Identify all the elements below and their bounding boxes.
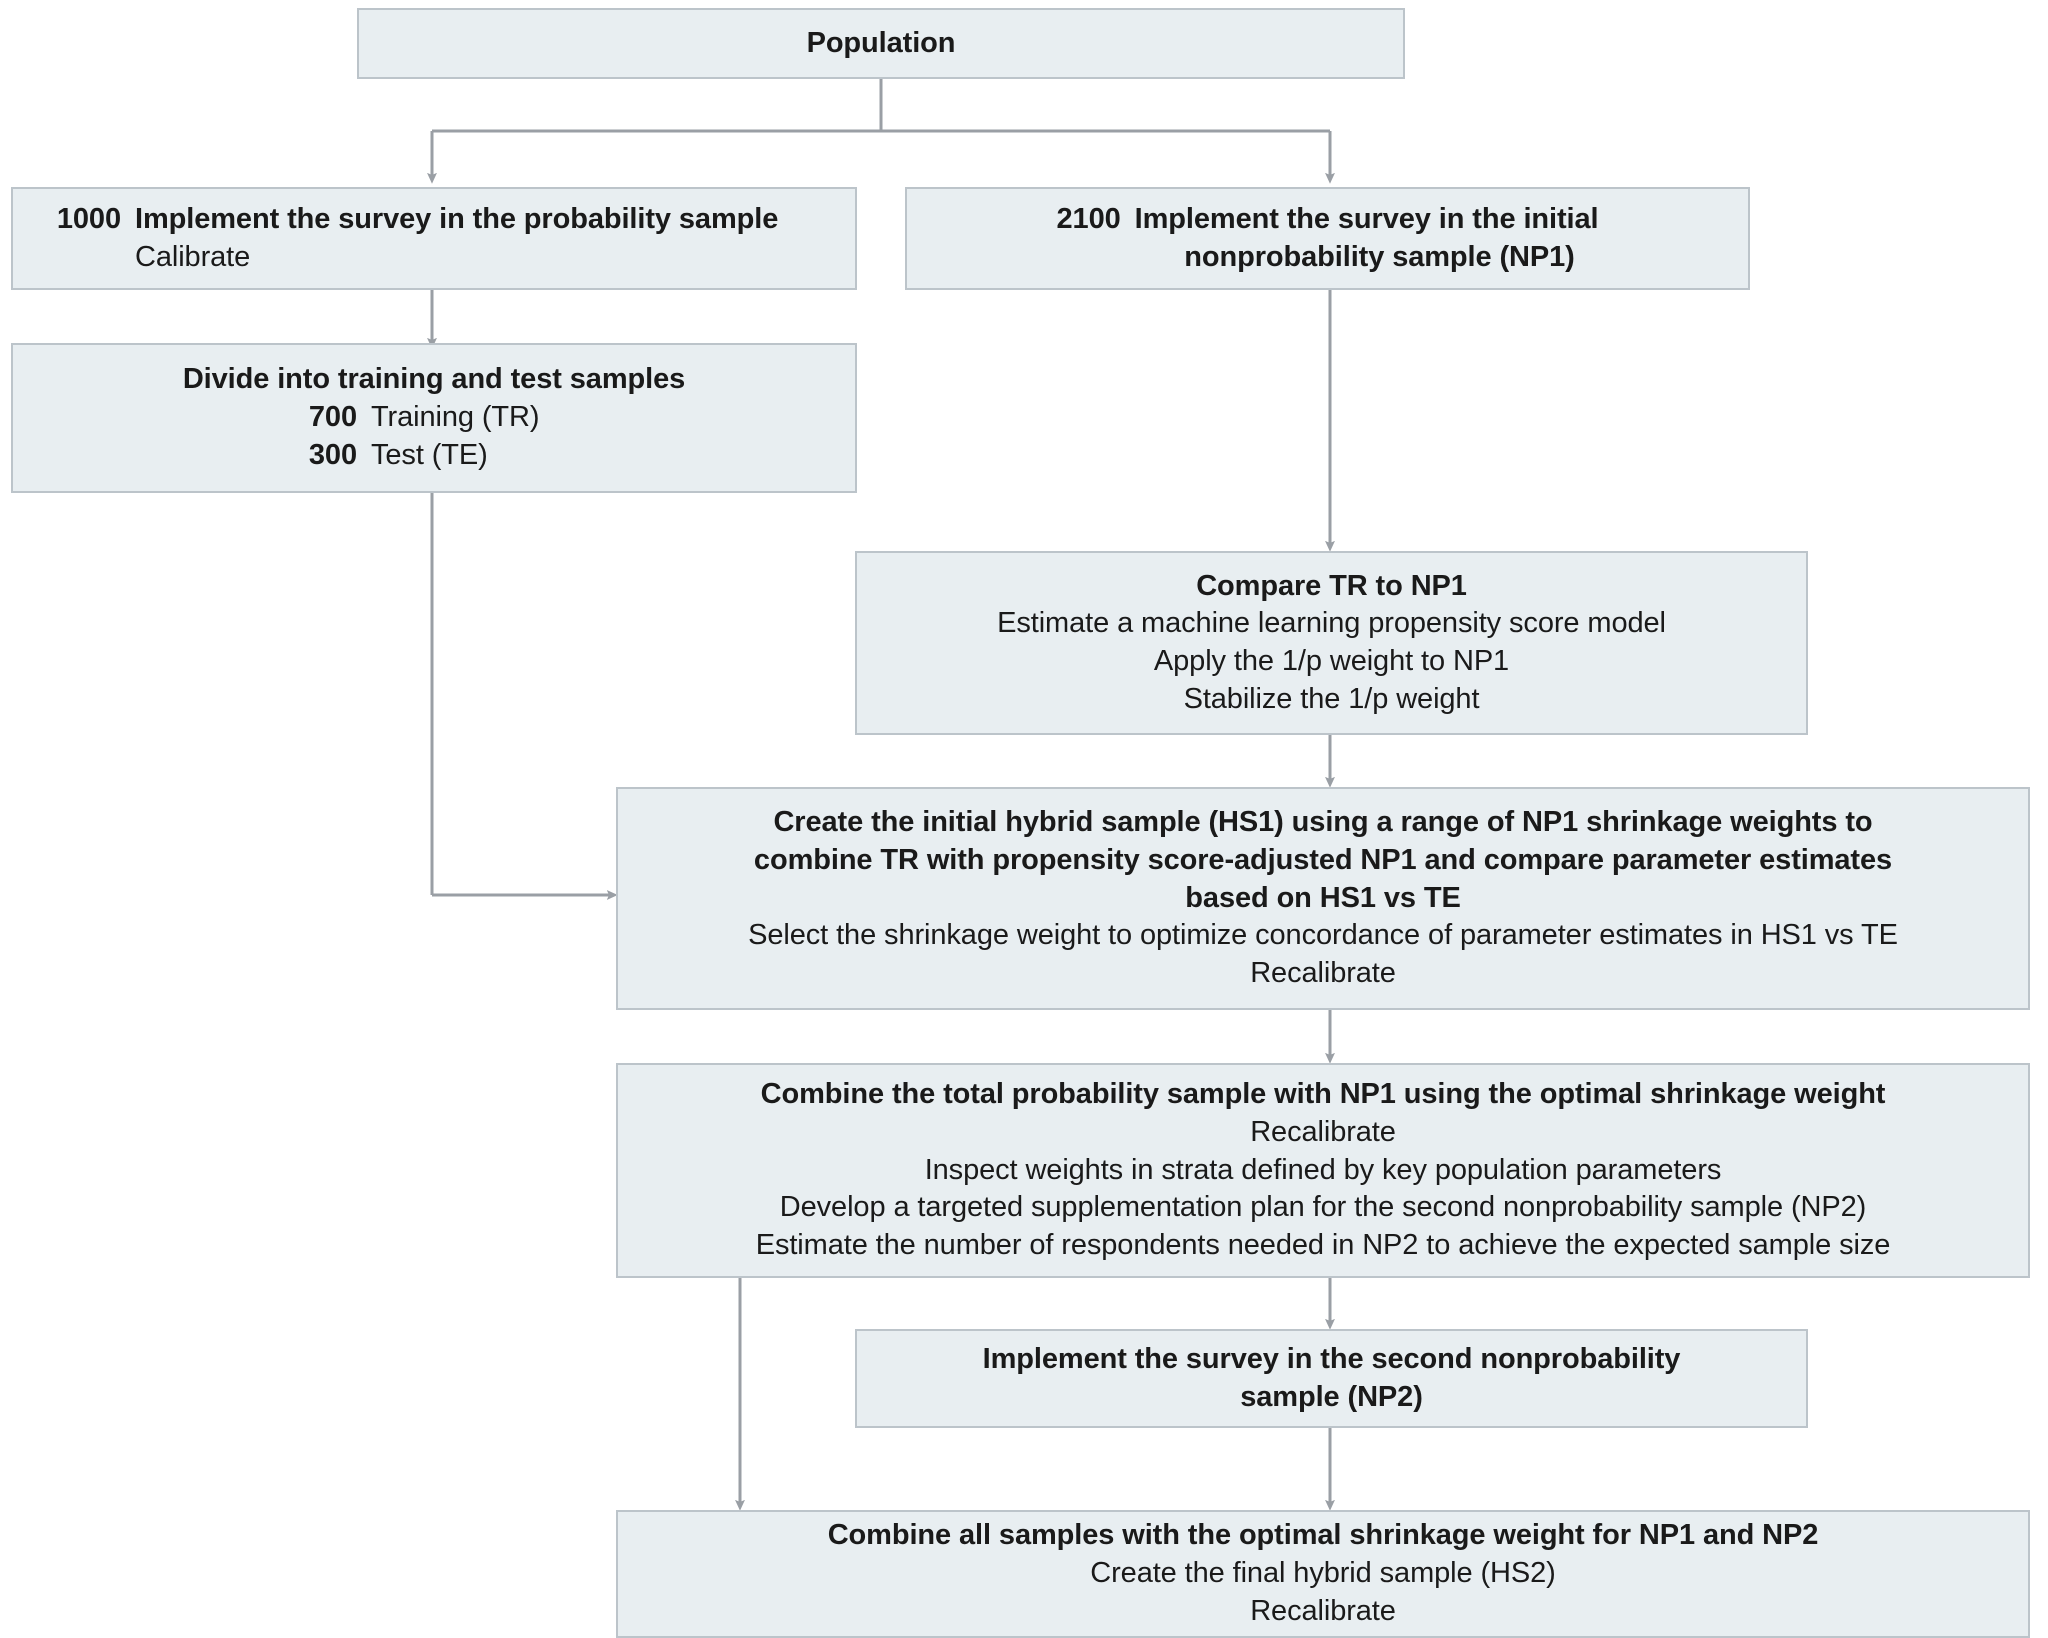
node-final-hs2[interactable]: Combine all samples with the optimal shr…: [616, 1510, 2030, 1638]
hs1-sub-2: Recalibrate: [1250, 957, 1396, 990]
hs1-heading-line-2: combine TR with propensity score-adjuste…: [753, 843, 1893, 876]
divide-training-count: 700: [308, 401, 357, 434]
compare-sub-1: Estimate a machine learning propensity s…: [997, 607, 1666, 640]
hs1-sub-1: Select the shrinkage weight to optimize …: [748, 919, 1898, 952]
divide-heading: Divide into training and test samples: [182, 363, 686, 396]
probability-sample-count: 1000: [56, 202, 121, 235]
combine-total-sub-3: Develop a targeted supplementation plan …: [779, 1191, 1867, 1224]
node-probability-sample[interactable]: 1000 Implement the survey in the probabil…: [11, 187, 857, 290]
hs1-heading-line-1: Create the initial hybrid sample (HS1) u…: [773, 806, 1873, 839]
divide-training-label: Training (TR): [371, 401, 540, 434]
compare-sub-2: Apply the 1/p weight to NP1: [1153, 645, 1510, 677]
np2-sample-heading-line-2: sample (NP2): [1240, 1380, 1423, 1413]
node-np2-sample[interactable]: Implement the survey in the second nonpr…: [855, 1329, 1808, 1428]
probability-sample-sub-1: Calibrate: [135, 240, 251, 273]
final-hs2-sub-2: Recalibrate: [1250, 1594, 1396, 1627]
node-compare-tr-np1[interactable]: Compare TR to NP1 Estimate a machine lea…: [855, 551, 1808, 735]
np2-sample-heading-line-1: Implement the survey in the second nonpr…: [982, 1342, 1681, 1375]
connector-population-split: [427, 79, 1335, 184]
combine-total-heading: Combine the total probability sample wit…: [760, 1078, 1886, 1111]
node-divide[interactable]: Divide into training and test samples 70…: [11, 343, 857, 493]
divide-test-label: Test (TE): [371, 438, 488, 471]
connector-divide-to-hs1: [430, 493, 618, 900]
compare-heading: Compare TR to NP1: [1196, 569, 1467, 602]
divide-test-count: 300: [308, 438, 357, 471]
compare-sub-3: Stabilize the 1/p weight: [1183, 682, 1480, 715]
node-combine-total[interactable]: Combine the total probability sample wit…: [616, 1063, 2030, 1278]
combine-total-sub-4: Estimate the number of respondents neede…: [755, 1229, 1891, 1262]
combine-total-sub-2: Inspect weights in strata defined by key…: [924, 1153, 1722, 1186]
probability-sample-heading-text: Implement the survey in the probability …: [135, 202, 779, 235]
divide-row-training: 700 Training (TR): [33, 399, 835, 437]
np1-sample-count: 2100: [1056, 202, 1121, 235]
hs1-heading-line-3: based on HS1 vs TE: [1185, 881, 1461, 914]
final-hs2-sub-1: Create the final hybrid sample (HS2): [1090, 1557, 1556, 1590]
combine-total-sub-1: Recalibrate: [1250, 1115, 1396, 1148]
np1-sample-heading-line-2: nonprobability sample (NP1): [1184, 240, 1575, 273]
node-hybrid-hs1[interactable]: Create the initial hybrid sample (HS1) u…: [616, 787, 2030, 1010]
divide-row-test: 300 Test (TE): [33, 437, 835, 475]
node-population[interactable]: Population: [357, 8, 1405, 79]
population-heading: Population: [806, 26, 956, 59]
final-hs2-heading: Combine all samples with the optimal shr…: [827, 1519, 1819, 1552]
probability-sample-heading: 1000 Implement the survey in the probabil…: [37, 201, 831, 239]
